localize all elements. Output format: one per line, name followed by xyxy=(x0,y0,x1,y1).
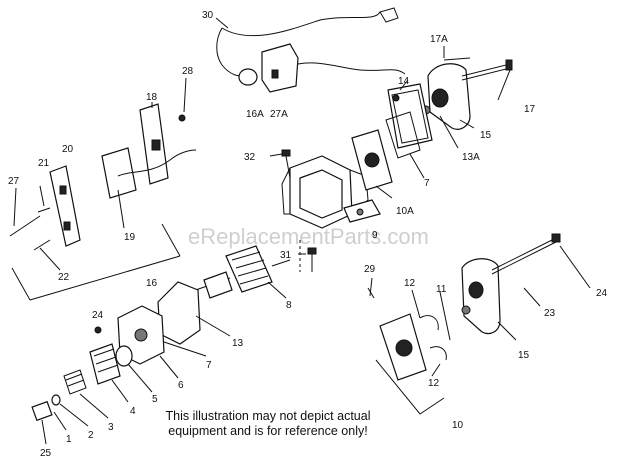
field-housing xyxy=(281,155,381,229)
disclaimer-line-1: This illustration may not depict actual xyxy=(165,409,371,423)
callout-31: 31 xyxy=(280,250,292,261)
callout-30: 30 xyxy=(202,10,214,21)
group-bracket xyxy=(11,223,181,301)
callout-24-left: 24 xyxy=(92,310,104,321)
upper-end-cap xyxy=(387,57,513,149)
callout-24-right: 24 xyxy=(596,288,608,299)
disclaimer-note: This illustration may not depict actual … xyxy=(148,409,388,439)
callout-29: 29 xyxy=(364,264,376,275)
callout-28: 28 xyxy=(182,66,194,77)
callout-2: 2 xyxy=(88,430,94,441)
callout-15-lower: 15 xyxy=(518,350,530,361)
callout-4: 4 xyxy=(130,406,136,417)
callout-25: 25 xyxy=(40,448,52,459)
callout-1: 1 xyxy=(66,434,72,445)
callout-32: 32 xyxy=(244,152,256,163)
callout-16A: 16A xyxy=(246,109,264,120)
callout-9: 9 xyxy=(372,230,378,241)
drive-assembly xyxy=(31,326,133,422)
leader-lines xyxy=(13,17,591,445)
callout-11: 11 xyxy=(436,284,447,295)
callout-7-upper: 7 xyxy=(424,178,430,189)
callout-16: 16 xyxy=(146,278,158,289)
callout-27: 27 xyxy=(8,176,20,187)
callout-10: 10 xyxy=(452,420,464,431)
callout-3: 3 xyxy=(108,422,114,433)
callout-12-upper: 12 xyxy=(404,278,416,289)
callout-14: 14 xyxy=(398,76,410,87)
callout-17A: 17A xyxy=(430,34,448,45)
power-cord-assembly xyxy=(216,7,406,93)
callout-8: 8 xyxy=(286,300,292,311)
callout-13A: 13A xyxy=(462,152,480,163)
switch-box xyxy=(9,103,197,251)
callout-19: 19 xyxy=(124,232,136,243)
lower-end-cap xyxy=(367,233,561,415)
callout-6: 6 xyxy=(178,380,184,391)
callout-12-lower: 12 xyxy=(428,378,440,389)
callout-15-upper: 15 xyxy=(480,130,492,141)
housing-screws xyxy=(281,149,317,272)
callout-5: 5 xyxy=(152,394,158,405)
callout-20: 20 xyxy=(62,144,74,155)
brush-plate-upper xyxy=(351,111,421,191)
disclaimer-line-2: equipment and is for reference only! xyxy=(168,424,368,438)
watermark: eReplacementParts.com xyxy=(188,224,429,249)
armature xyxy=(189,245,291,299)
callout-21: 21 xyxy=(38,158,50,169)
callout-23: 23 xyxy=(544,308,556,319)
callout-7-lower: 7 xyxy=(206,360,212,371)
callout-10A: 10A xyxy=(396,206,414,217)
callout-13: 13 xyxy=(232,338,244,349)
callout-labels: 30 17A 14 17 15 13A 28 18 16A 27A 20 21 … xyxy=(8,10,608,459)
callout-22: 22 xyxy=(58,272,70,283)
callout-18: 18 xyxy=(146,92,158,103)
callout-27A: 27A xyxy=(270,109,288,120)
callout-17: 17 xyxy=(524,104,536,115)
gasket-13 xyxy=(157,281,201,345)
